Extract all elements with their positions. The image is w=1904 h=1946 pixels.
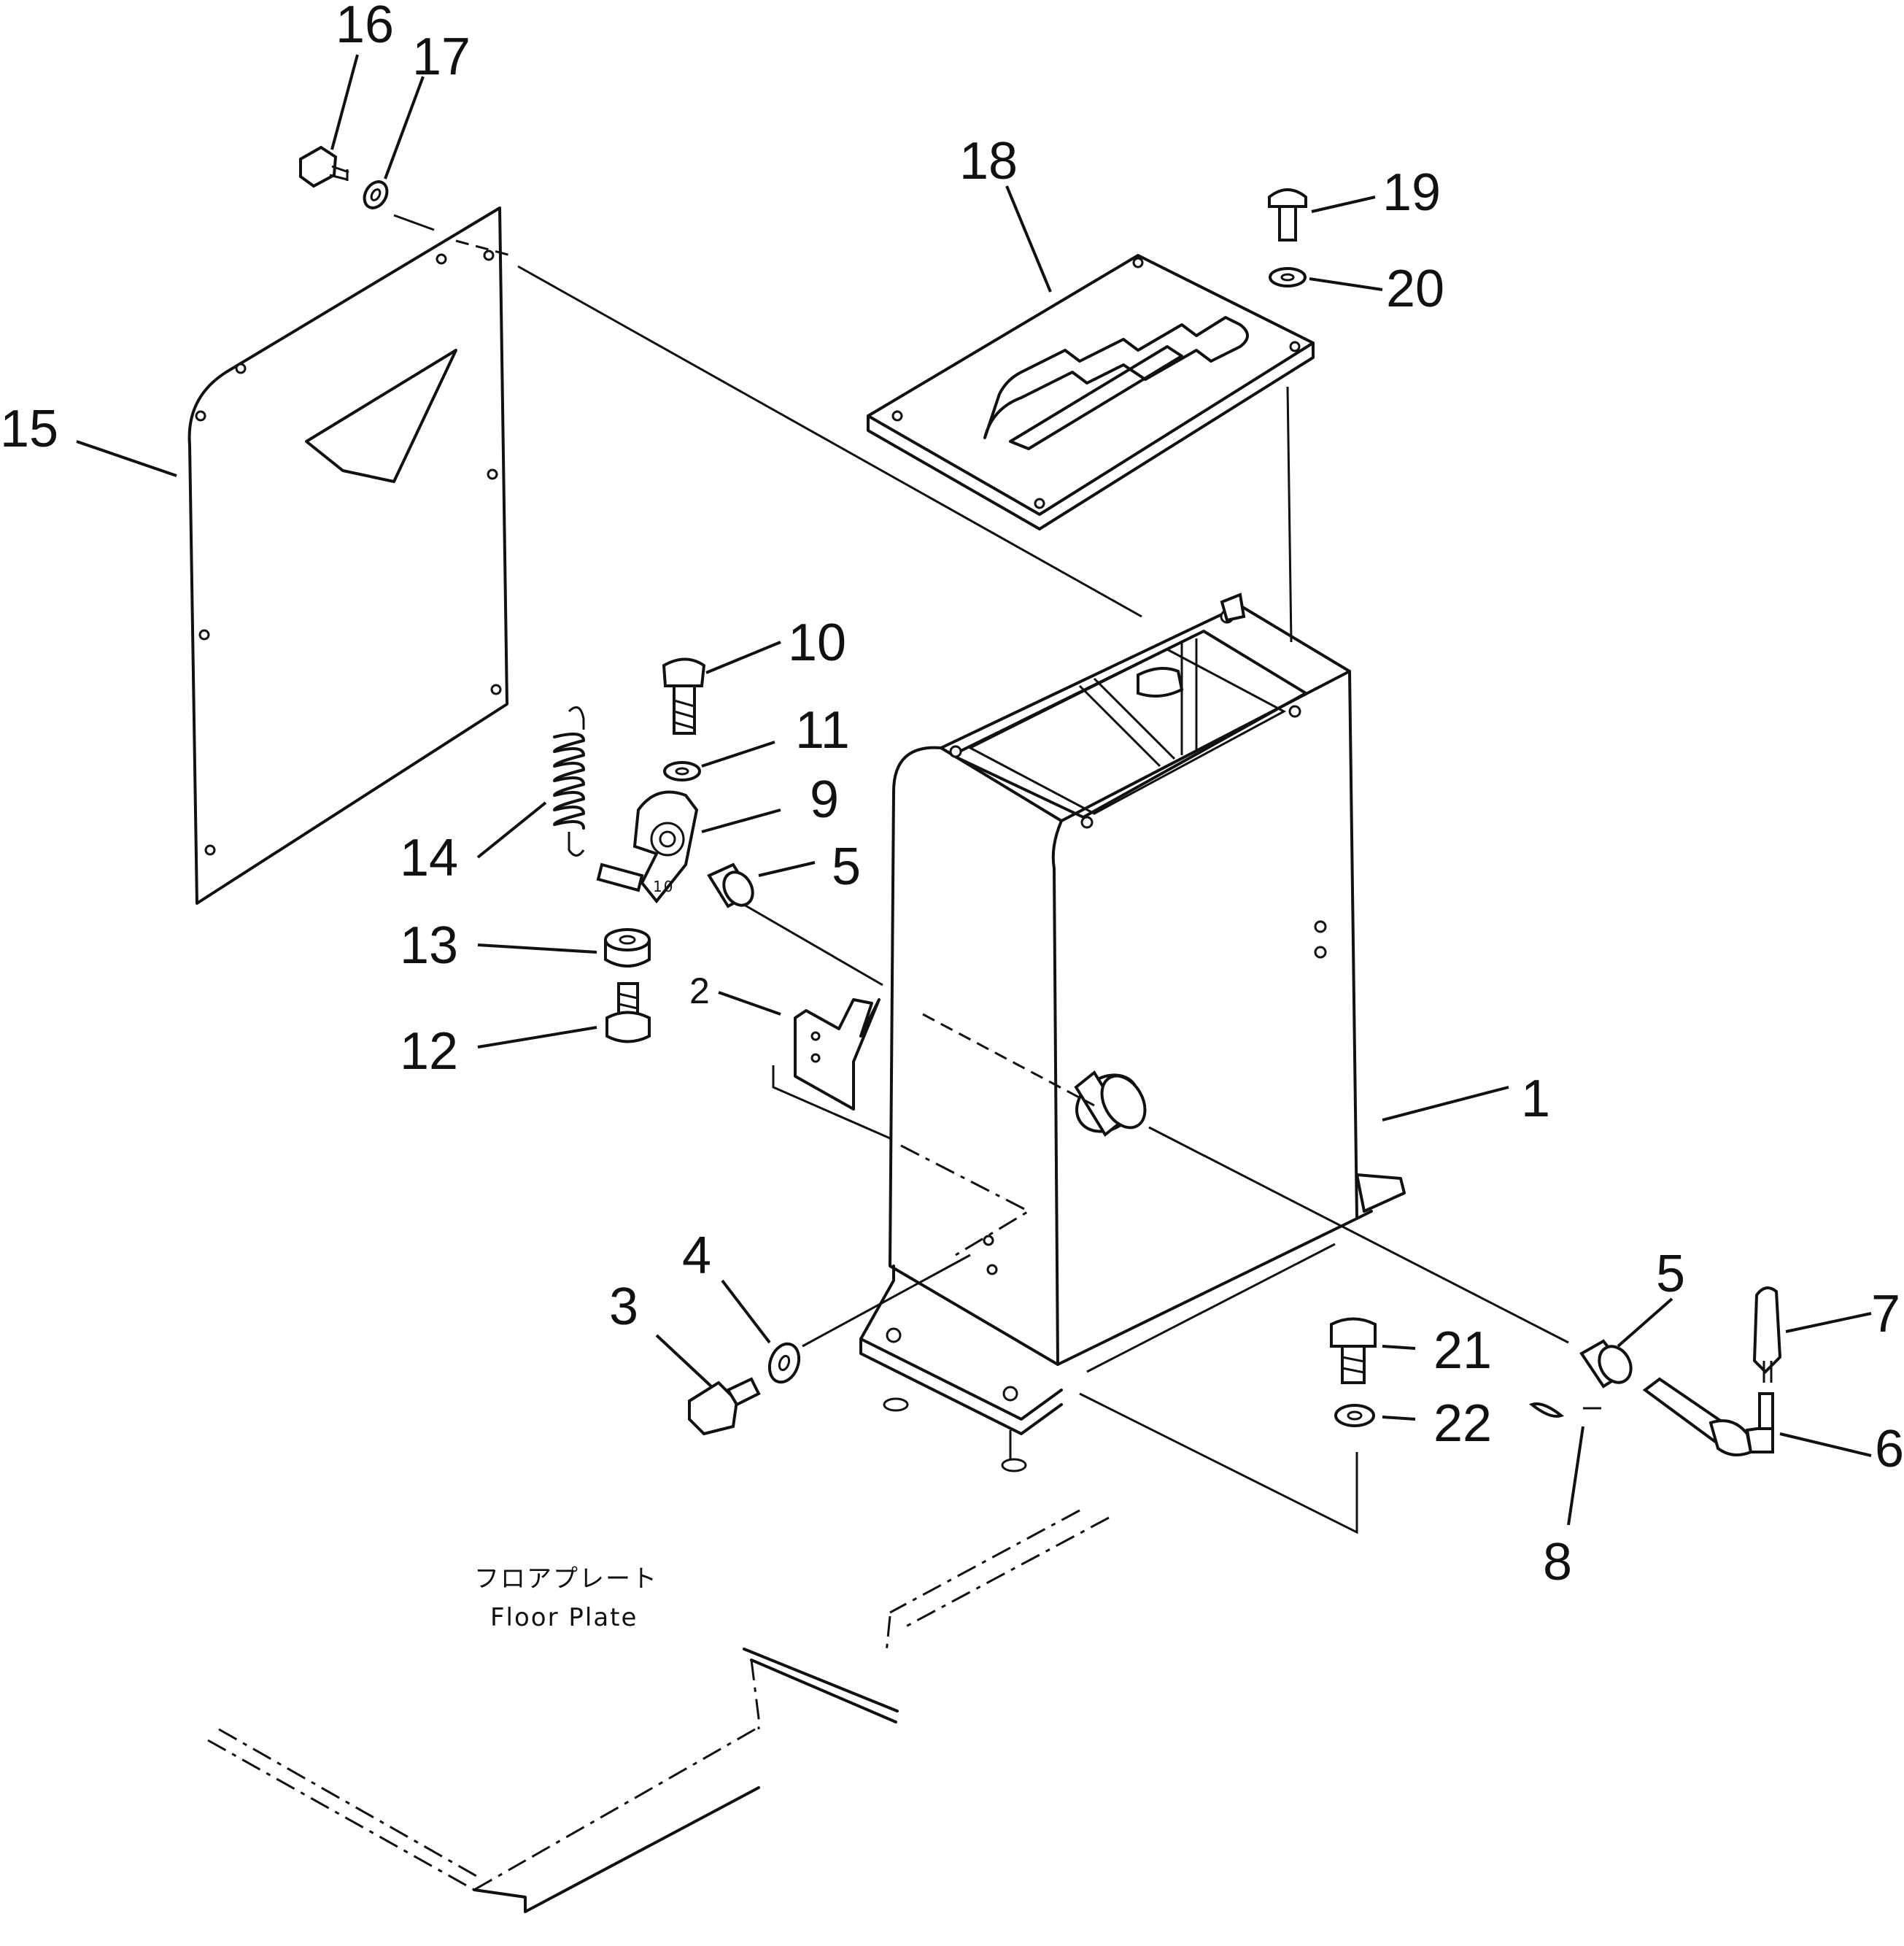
callout-5-left: 5 [832,838,861,896]
callout-8: 8 [1543,1533,1572,1591]
assembly-guide-lines [393,214,1601,1534]
part-16-bolt [299,145,349,188]
callout-1: 1 [1521,1070,1550,1128]
callout-19: 19 [1382,163,1441,222]
callout-5-right: 5 [1656,1245,1685,1303]
callout-9: 9 [810,771,839,829]
part-17-washer [363,180,389,209]
callout-7: 7 [1871,1285,1900,1343]
leader-lines [76,54,1872,1526]
part-14-spring [553,706,585,857]
callout-13: 13 [400,916,458,975]
part-11-washer [663,761,701,781]
part-5-bushing-left [707,862,754,908]
callout-6: 6 [1875,1420,1904,1478]
callout-3: 3 [609,1278,638,1336]
callout-17: 17 [412,28,471,86]
callout-22: 22 [1433,1394,1492,1453]
callout-15: 15 [0,400,58,458]
callout-11: 11 [795,701,850,760]
callout-12: 12 [400,1022,458,1081]
part-1-console-box [859,592,1406,1472]
callout-4: 4 [682,1227,711,1285]
part-20-washer [1269,267,1307,287]
part-5-bushing-right [1579,1339,1633,1389]
part-10-bolt [662,657,706,735]
callout-2: 2 [689,970,710,1011]
callout-20: 20 [1386,260,1444,318]
part-18-guide-plate [867,254,1315,530]
callout-21: 21 [1433,1321,1492,1380]
part-3-bolt [688,1377,761,1436]
part-19-screw [1268,188,1307,242]
part-4-washer [767,1342,801,1384]
floor-plate-label-jp: フロアプレート [474,1564,658,1594]
part-12-bolt [605,982,651,1043]
floor-plate-outline [207,1509,1110,1913]
callout-16: 16 [336,0,394,54]
floor-plate-label: フロアプレート Floor Plate [474,1564,658,1632]
floor-plate-label-en: Floor Plate [490,1603,638,1632]
part-9-lever-bracket: 10 [596,790,699,904]
part-22-washer [1334,1404,1375,1427]
part-7-knob [1752,1286,1782,1383]
callout-numbers: 16 17 18 19 20 15 10 11 9 5 14 13 12 2 1… [0,0,1904,1591]
part-21-bolt [1330,1317,1377,1384]
part-13-collar [604,928,651,968]
callout-14: 14 [400,829,458,887]
part-15-side-cover [187,206,508,905]
part-8-pin [1528,1402,1565,1418]
callout-10: 10 [788,614,846,672]
callout-18: 18 [959,132,1018,190]
svg-text:10: 10 [653,878,674,895]
part-2-bracket [794,998,881,1111]
part-6-shift-lever [1642,1377,1774,1456]
